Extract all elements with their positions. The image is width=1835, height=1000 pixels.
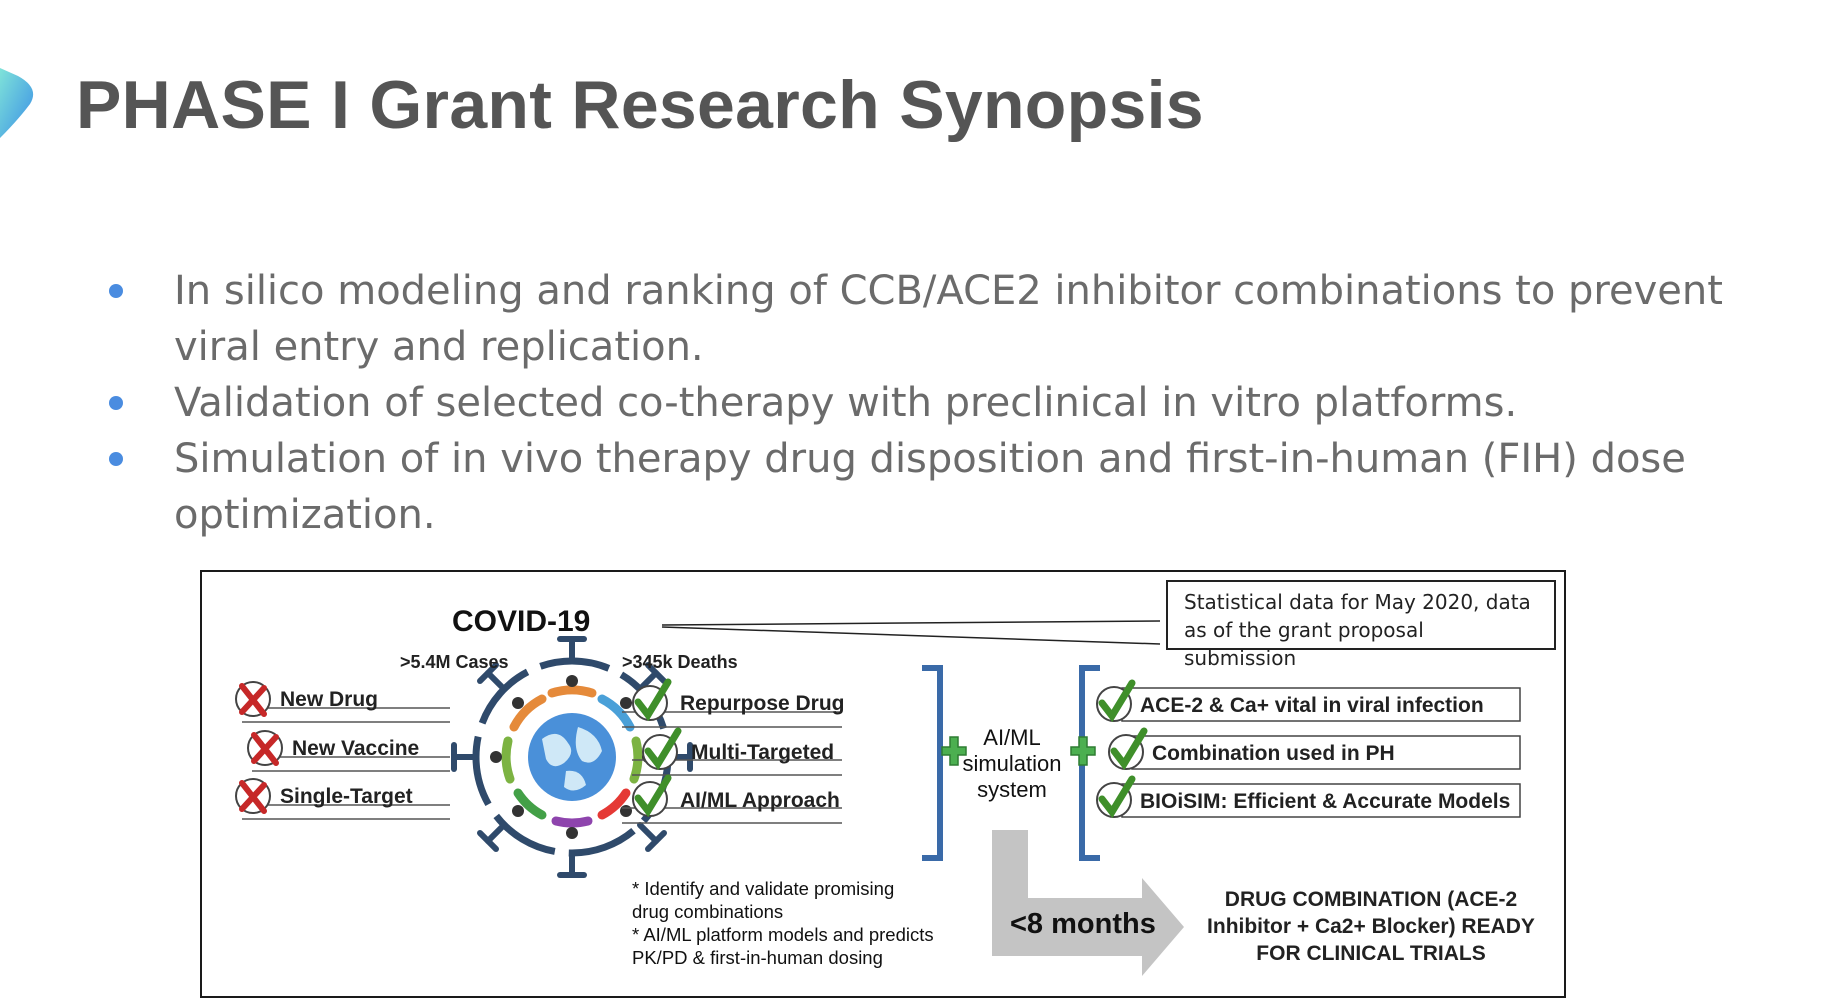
bullet-dot-icon xyxy=(109,452,123,466)
process-notes: * Identify and validate promising drug c… xyxy=(632,878,934,968)
check-icon xyxy=(1096,775,1136,819)
bullet-dot-icon xyxy=(109,284,123,298)
x-mark-icon xyxy=(235,681,271,717)
bullet-list: In silico modeling and ranking of CCB/AC… xyxy=(100,263,1750,543)
check-icon xyxy=(632,678,672,722)
bullet-item: In silico modeling and ranking of CCB/AC… xyxy=(100,263,1750,375)
plus-icon xyxy=(1070,736,1096,766)
ready-statement: DRUG COMBINATION (ACE-2 Inhibitor + Ca2+… xyxy=(1207,888,1535,965)
timeline-arrow xyxy=(992,830,1184,976)
logo-icon xyxy=(0,68,34,138)
bullet-item: Validation of selected co-therapy with p… xyxy=(100,375,1750,431)
rejected-new-vaccine: New Vaccine xyxy=(292,737,420,760)
x-mark-icon xyxy=(247,730,283,766)
diagram-graphics xyxy=(235,620,1521,976)
virus-globe-icon xyxy=(451,636,693,878)
rejected-new-drug: New Drug xyxy=(280,688,379,711)
approach-aiml: AI/ML Approach xyxy=(680,789,840,812)
aiml-system-label: AI/ML simulation system xyxy=(962,725,1062,802)
page-title: PHASE I Grant Research Synopsis xyxy=(76,67,1204,143)
benefit-bioisim: BIOiSIM: Efficient & Accurate Models xyxy=(1140,790,1511,813)
deaths-count: >345k Deaths xyxy=(622,652,738,672)
approach-repurpose: Repurpose Drug xyxy=(680,692,845,715)
benefit-ace2: ACE-2 & Ca+ vital in viral infection xyxy=(1140,694,1484,717)
bullet-dot-icon xyxy=(109,396,123,410)
check-icon xyxy=(642,727,682,771)
cases-count: >5.4M Cases xyxy=(400,652,509,672)
rejected-single-target: Single-Target xyxy=(280,785,413,808)
check-icon xyxy=(1108,727,1148,771)
plus-icon xyxy=(941,736,967,766)
timeline-label: <8 months xyxy=(1010,908,1156,940)
check-icon xyxy=(1096,679,1136,723)
check-icon xyxy=(632,774,672,818)
bullet-item: Simulation of in vivo therapy drug dispo… xyxy=(100,431,1750,543)
research-diagram: COVID-19 >5.4M Cases >345k Deaths Statis… xyxy=(200,570,1566,998)
left-bracket xyxy=(922,665,943,861)
stats-note: Statistical data for May 2020, data as o… xyxy=(1166,580,1556,670)
approach-multi-targeted: Multi-Targeted xyxy=(691,741,835,764)
rejected-lines xyxy=(242,707,450,820)
covid-title: COVID-19 xyxy=(452,605,591,638)
x-mark-icon xyxy=(235,778,271,814)
benefit-combination: Combination used in PH xyxy=(1152,742,1395,765)
